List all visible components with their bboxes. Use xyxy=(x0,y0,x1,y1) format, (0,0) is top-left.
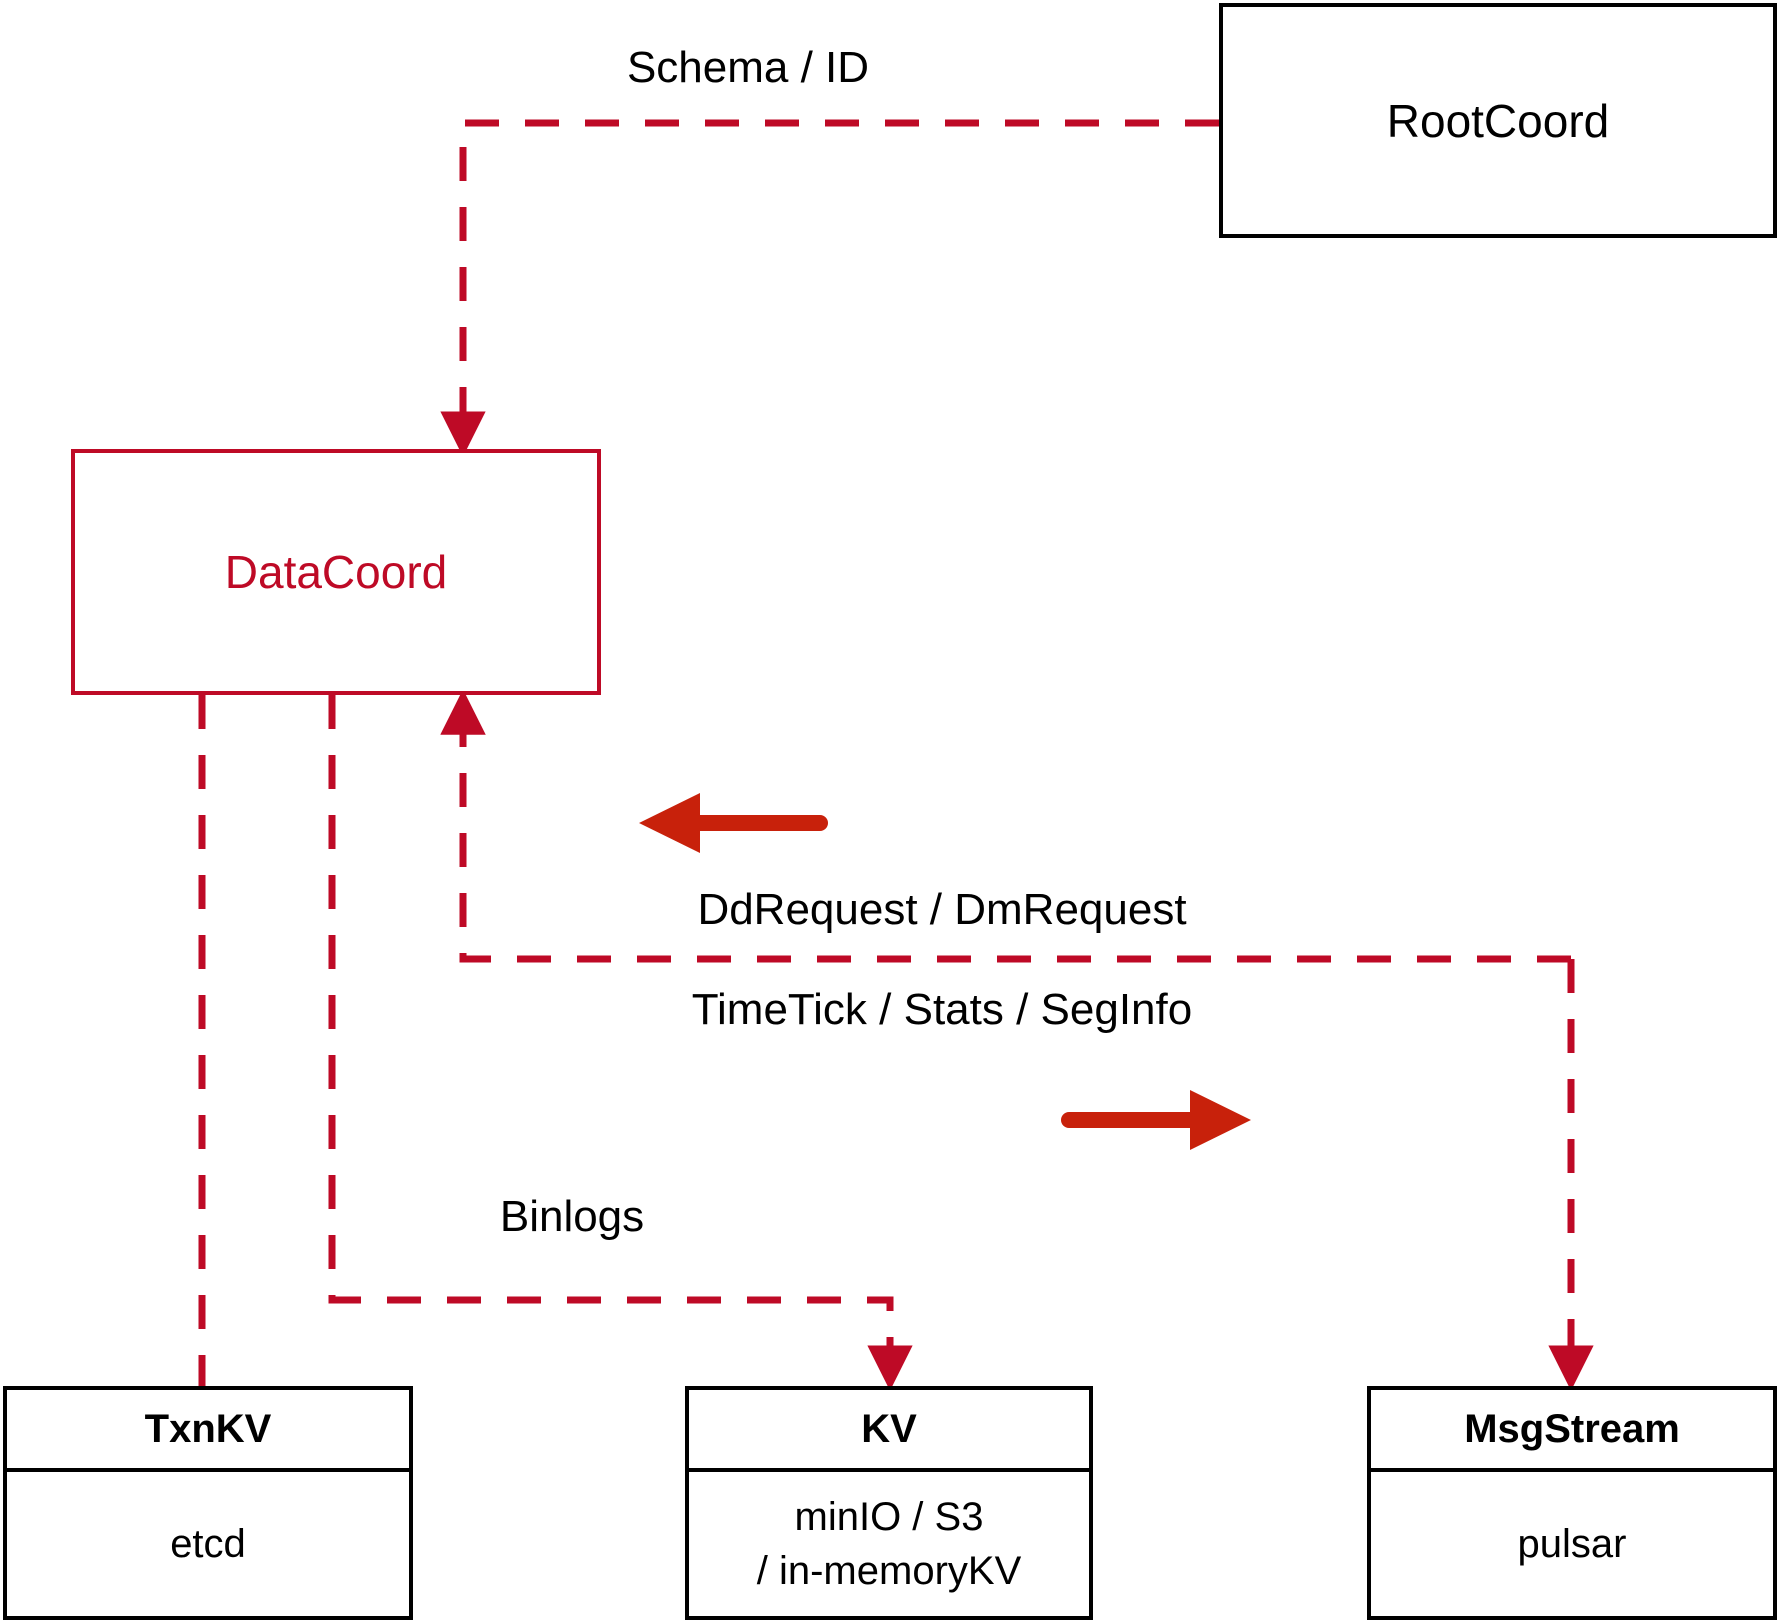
node-kv-subtitle: minIO / S3 / in-memoryKV xyxy=(689,1472,1089,1616)
edge-datacoord-to-kv xyxy=(328,695,913,1391)
edge-label-schema-id: Schema / ID xyxy=(626,43,870,92)
node-txnkv[interactable]: TxnKV etcd xyxy=(3,1386,413,1620)
node-kv-title: KV xyxy=(861,1406,917,1451)
node-kv-sub-line-2: / in-memoryKV xyxy=(756,1549,1022,1593)
direction-arrow-left-icon xyxy=(639,793,828,853)
node-kv-divider xyxy=(689,1468,1089,1472)
node-kv-sub-line-1: minIO / S3 xyxy=(794,1495,984,1539)
node-txnkv-subtitle: etcd xyxy=(7,1472,409,1616)
node-datacoord[interactable]: DataCoord xyxy=(71,449,601,695)
direction-arrow-right-icon xyxy=(1061,1090,1251,1150)
node-msgstream-sub-line: pulsar xyxy=(1517,1522,1627,1566)
node-kv[interactable]: KV minIO / S3 / in-memoryKV xyxy=(685,1386,1093,1620)
node-msgstream-subtitle: pulsar xyxy=(1371,1472,1773,1616)
edge-label-binlogs: Binlogs xyxy=(499,1192,645,1241)
node-msgstream-divider xyxy=(1371,1468,1773,1472)
node-txnkv-sub-line: etcd xyxy=(170,1522,246,1566)
edge-label-dd-dm-request: DdRequest / DmRequest xyxy=(697,885,1187,934)
node-msgstream[interactable]: MsgStream pulsar xyxy=(1367,1386,1777,1620)
node-msgstream-title: MsgStream xyxy=(1464,1406,1680,1451)
edge-msgstream-to-datacoord xyxy=(440,689,1571,963)
node-rootcoord[interactable]: RootCoord xyxy=(1219,3,1777,238)
edge-rootcoord-to-datacoord xyxy=(440,119,1219,457)
node-txnkv-title: TxnKV xyxy=(144,1406,272,1451)
node-rootcoord-title: RootCoord xyxy=(1386,94,1610,147)
edge-label-timetick-stats-seginfo: TimeTick / Stats / SegInfo xyxy=(691,985,1193,1034)
node-txnkv-divider xyxy=(7,1468,409,1472)
node-datacoord-title: DataCoord xyxy=(224,546,448,598)
